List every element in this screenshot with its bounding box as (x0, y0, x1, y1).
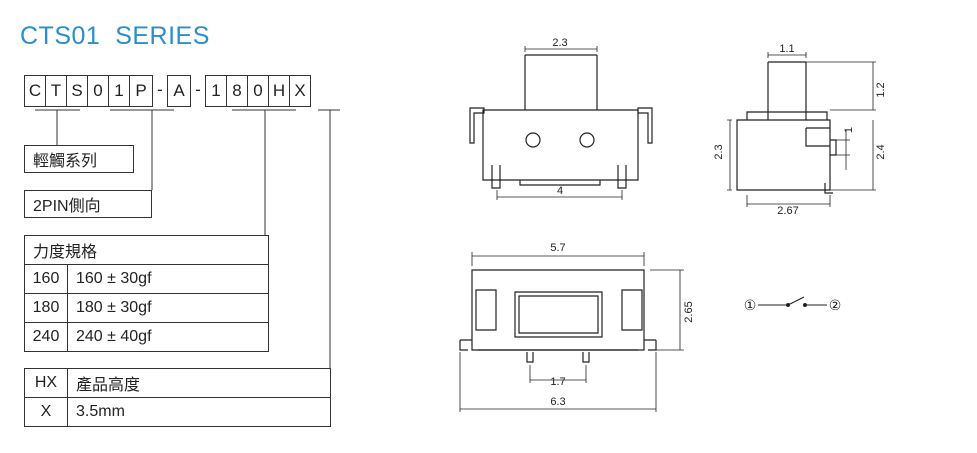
pn-cell: P (130, 75, 153, 107)
dim-side-top: 1.1 (779, 43, 794, 55)
dim-side-right: 2.4 (875, 144, 887, 159)
pn-dash: - (157, 80, 163, 99)
bottom-dims (459, 252, 684, 412)
direction-box: 2PIN側向 (24, 190, 152, 218)
side-dims (727, 52, 876, 207)
dim-bottom-right: 2.65 (683, 301, 695, 322)
dim-side-right-top: 1.2 (875, 82, 887, 97)
force-value: 160 ± 30gf (76, 270, 152, 287)
pn-cell: 8 (227, 75, 248, 107)
force-code: 240 (25, 323, 68, 351)
force-value: 180 ± 30gf (76, 299, 152, 316)
pin2-label: ② (829, 297, 842, 313)
height-row: X 3.5mm (25, 397, 330, 426)
pn-cell: 0 (248, 75, 269, 107)
pn-cell: C (24, 75, 46, 107)
dim-bottom-pins: 1.7 (550, 376, 565, 388)
pn-cell: X (290, 75, 311, 107)
pn-cell: 0 (88, 75, 109, 107)
dim-bottom-total: 6.3 (550, 396, 565, 408)
force-row: 240 240 ± 40gf (25, 322, 268, 351)
force-table: 力度規格 160 160 ± 30gf 180 180 ± 30gf 240 2… (24, 235, 269, 352)
part-number: C T S 0 1 P - A - 1 8 0 H X (24, 75, 311, 107)
dim-side-left: 2.3 (713, 144, 725, 159)
force-code: 160 (25, 265, 68, 293)
type-box: 輕觸系列 (24, 145, 134, 173)
height-value: 3.5mm (76, 403, 125, 420)
pn-cell: T (46, 75, 67, 107)
dim-front-top: 2.3 (552, 37, 567, 49)
dim-front-pin: 4 (557, 185, 563, 197)
dim-bottom-top: 5.7 (550, 242, 565, 254)
side-view (736, 61, 837, 194)
force-header: 力度規格 (33, 244, 98, 261)
switch-symbol (758, 296, 827, 307)
height-header-label: 產品高度 (76, 377, 141, 394)
pin1-label: ① (744, 297, 757, 313)
height-table: HX 產品高度 X 3.5mm (24, 368, 331, 427)
pn-cell: A (167, 75, 191, 107)
force-value: 240 ± 40gf (76, 328, 152, 345)
front-view (469, 54, 653, 189)
series-title: CTS01 SERIES (20, 22, 210, 50)
dim-side-bottom: 2.67 (777, 205, 798, 217)
pn-cell: H (269, 75, 290, 107)
leader-lines (35, 109, 340, 368)
dim-side-right-small: 1 (843, 127, 855, 133)
bottom-view (459, 269, 657, 363)
height-header-code: HX (25, 369, 68, 397)
front-dims (496, 46, 623, 200)
pn-cell: 1 (205, 75, 227, 107)
height-code: X (25, 398, 68, 426)
height-header: HX 產品高度 (25, 369, 330, 397)
force-row: 160 160 ± 30gf (25, 264, 268, 293)
force-code: 180 (25, 294, 68, 322)
pn-cell: S (67, 75, 88, 107)
pn-cell: 1 (109, 75, 130, 107)
pn-dash: - (195, 80, 201, 99)
force-row: 180 180 ± 30gf (25, 293, 268, 322)
